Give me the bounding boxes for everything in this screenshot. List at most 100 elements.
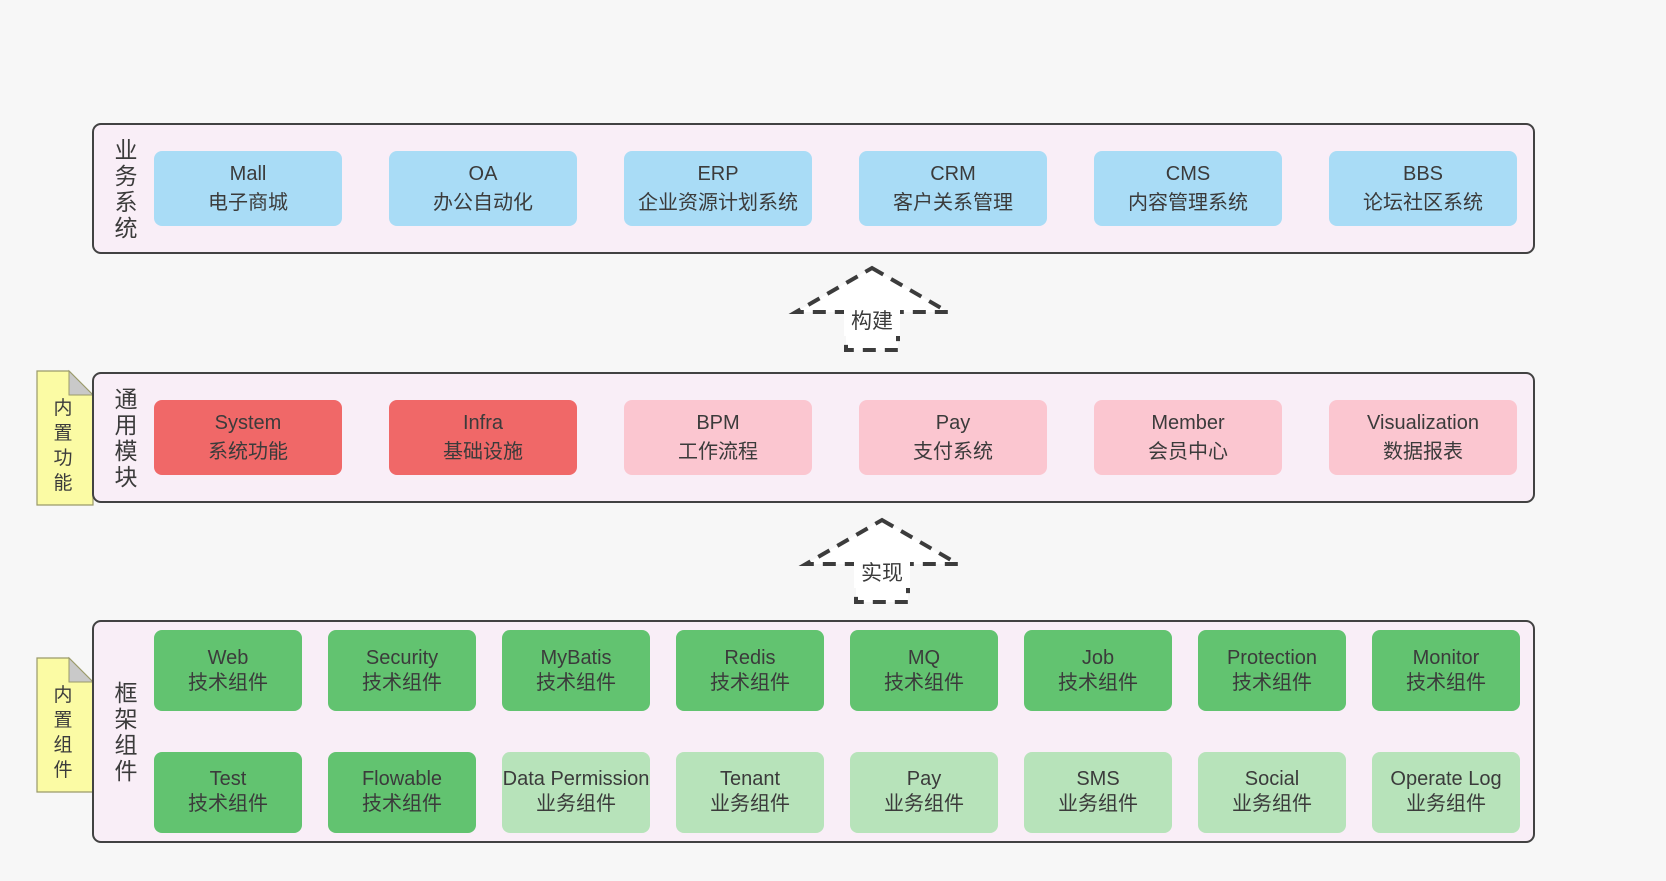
box-subtitle: 电子商城 bbox=[208, 191, 288, 214]
box-bpm: BPM 工作流程 bbox=[624, 400, 812, 475]
box-title: Data Permission bbox=[502, 768, 650, 791]
note-label-char: 置 bbox=[53, 423, 72, 444]
box-title: Tenant bbox=[719, 768, 781, 791]
box-erp: ERP 企业资源计划系统 bbox=[624, 151, 812, 226]
arrow-implement-label: 实现 bbox=[861, 562, 903, 585]
box-subtitle: 会员中心 bbox=[1148, 440, 1228, 463]
box-system: System 系统功能 bbox=[154, 400, 342, 475]
box-title: CMS bbox=[1165, 162, 1211, 185]
box-mall: Mall 电子商城 bbox=[154, 151, 342, 226]
box-subtitle: 支付系统 bbox=[913, 440, 993, 463]
box-subtitle: 技术组件 bbox=[188, 793, 268, 816]
box-subtitle: 企业资源计划系统 bbox=[638, 191, 798, 214]
vertical-label-char: 系 bbox=[114, 188, 138, 215]
box-subtitle: 业务组件 bbox=[710, 793, 790, 816]
box-title: Pay bbox=[906, 768, 942, 791]
box-title: MQ bbox=[907, 646, 941, 669]
note-label-char: 功 bbox=[53, 447, 72, 469]
box-crm: CRM 客户关系管理 bbox=[859, 151, 1047, 226]
box-title: Security bbox=[365, 646, 439, 669]
box-title: Flowable bbox=[361, 768, 443, 791]
box-subtitle: 技术组件 bbox=[1406, 671, 1486, 694]
arrow-label-background bbox=[854, 558, 910, 588]
box-title: Infra bbox=[462, 411, 504, 434]
box-subtitle: 客户关系管理 bbox=[893, 191, 1013, 214]
box-subtitle: 技术组件 bbox=[362, 671, 442, 694]
box-member: Member 会员中心 bbox=[1094, 400, 1282, 475]
note-label-char: 内 bbox=[53, 684, 72, 706]
box-title: Member bbox=[1151, 411, 1225, 434]
note-fold-corner-icon bbox=[68, 656, 95, 683]
box-cms: CMS 内容管理系统 bbox=[1094, 151, 1282, 226]
box-subtitle: 工作流程 bbox=[678, 440, 758, 463]
panel-modules-label: 通用模块 bbox=[94, 374, 154, 501]
note-label-char: 件 bbox=[53, 759, 72, 781]
vertical-label-char: 件 bbox=[114, 757, 138, 784]
note-label-char: 置 bbox=[53, 710, 72, 731]
box-title: CRM bbox=[930, 162, 976, 185]
box-subtitle: 系统功能 bbox=[208, 440, 288, 463]
box-title: Test bbox=[209, 768, 247, 791]
box-infra: Infra 基础设施 bbox=[389, 400, 577, 475]
vertical-label-char: 模 bbox=[114, 437, 138, 464]
vertical-label-char: 用 bbox=[114, 411, 138, 438]
panel-common-modules: 通用模块 System 系统功能 Infra 基础设施 BPM 工作流程 Pay 支付系统 Me… bbox=[92, 372, 1535, 503]
arrow-label-background bbox=[844, 306, 900, 336]
box-title: Pay bbox=[935, 411, 971, 434]
box-title: Mall bbox=[229, 162, 267, 185]
vertical-label-char: 组 bbox=[114, 731, 138, 758]
box-subtitle: 技术组件 bbox=[188, 671, 268, 694]
box-subtitle: 技术组件 bbox=[362, 793, 442, 816]
box-title: Protection bbox=[1226, 646, 1318, 669]
box-title: Social bbox=[1244, 768, 1300, 791]
box-subtitle: 基础设施 bbox=[443, 440, 523, 463]
box-title: SMS bbox=[1076, 768, 1120, 791]
box-subtitle: 技术组件 bbox=[1058, 671, 1138, 694]
box-subtitle: 技术组件 bbox=[536, 671, 616, 694]
box-subtitle: 业务组件 bbox=[1232, 793, 1312, 816]
arrow-build-up: 构建 bbox=[788, 265, 956, 352]
box-subtitle: 业务组件 bbox=[1406, 793, 1486, 816]
box-title: BBS bbox=[1402, 162, 1444, 185]
vertical-label-char: 通 bbox=[114, 385, 138, 412]
box-title: BPM bbox=[696, 411, 740, 434]
vertical-label-char: 业 bbox=[114, 136, 138, 163]
box-pay: Pay 支付系统 bbox=[859, 400, 1047, 475]
box-title: System bbox=[214, 411, 282, 434]
box-subtitle: 技术组件 bbox=[1232, 671, 1312, 694]
box-subtitle: 业务组件 bbox=[1058, 793, 1138, 816]
box-title: Visualization bbox=[1367, 411, 1479, 434]
box-title: Operate Log bbox=[1390, 768, 1502, 791]
box-subtitle: 内容管理系统 bbox=[1128, 191, 1248, 214]
note-fold-corner-icon bbox=[68, 369, 95, 396]
box-title: ERP bbox=[697, 162, 739, 185]
note-label-char: 组 bbox=[53, 734, 72, 756]
box-subtitle: 技术组件 bbox=[710, 671, 790, 694]
